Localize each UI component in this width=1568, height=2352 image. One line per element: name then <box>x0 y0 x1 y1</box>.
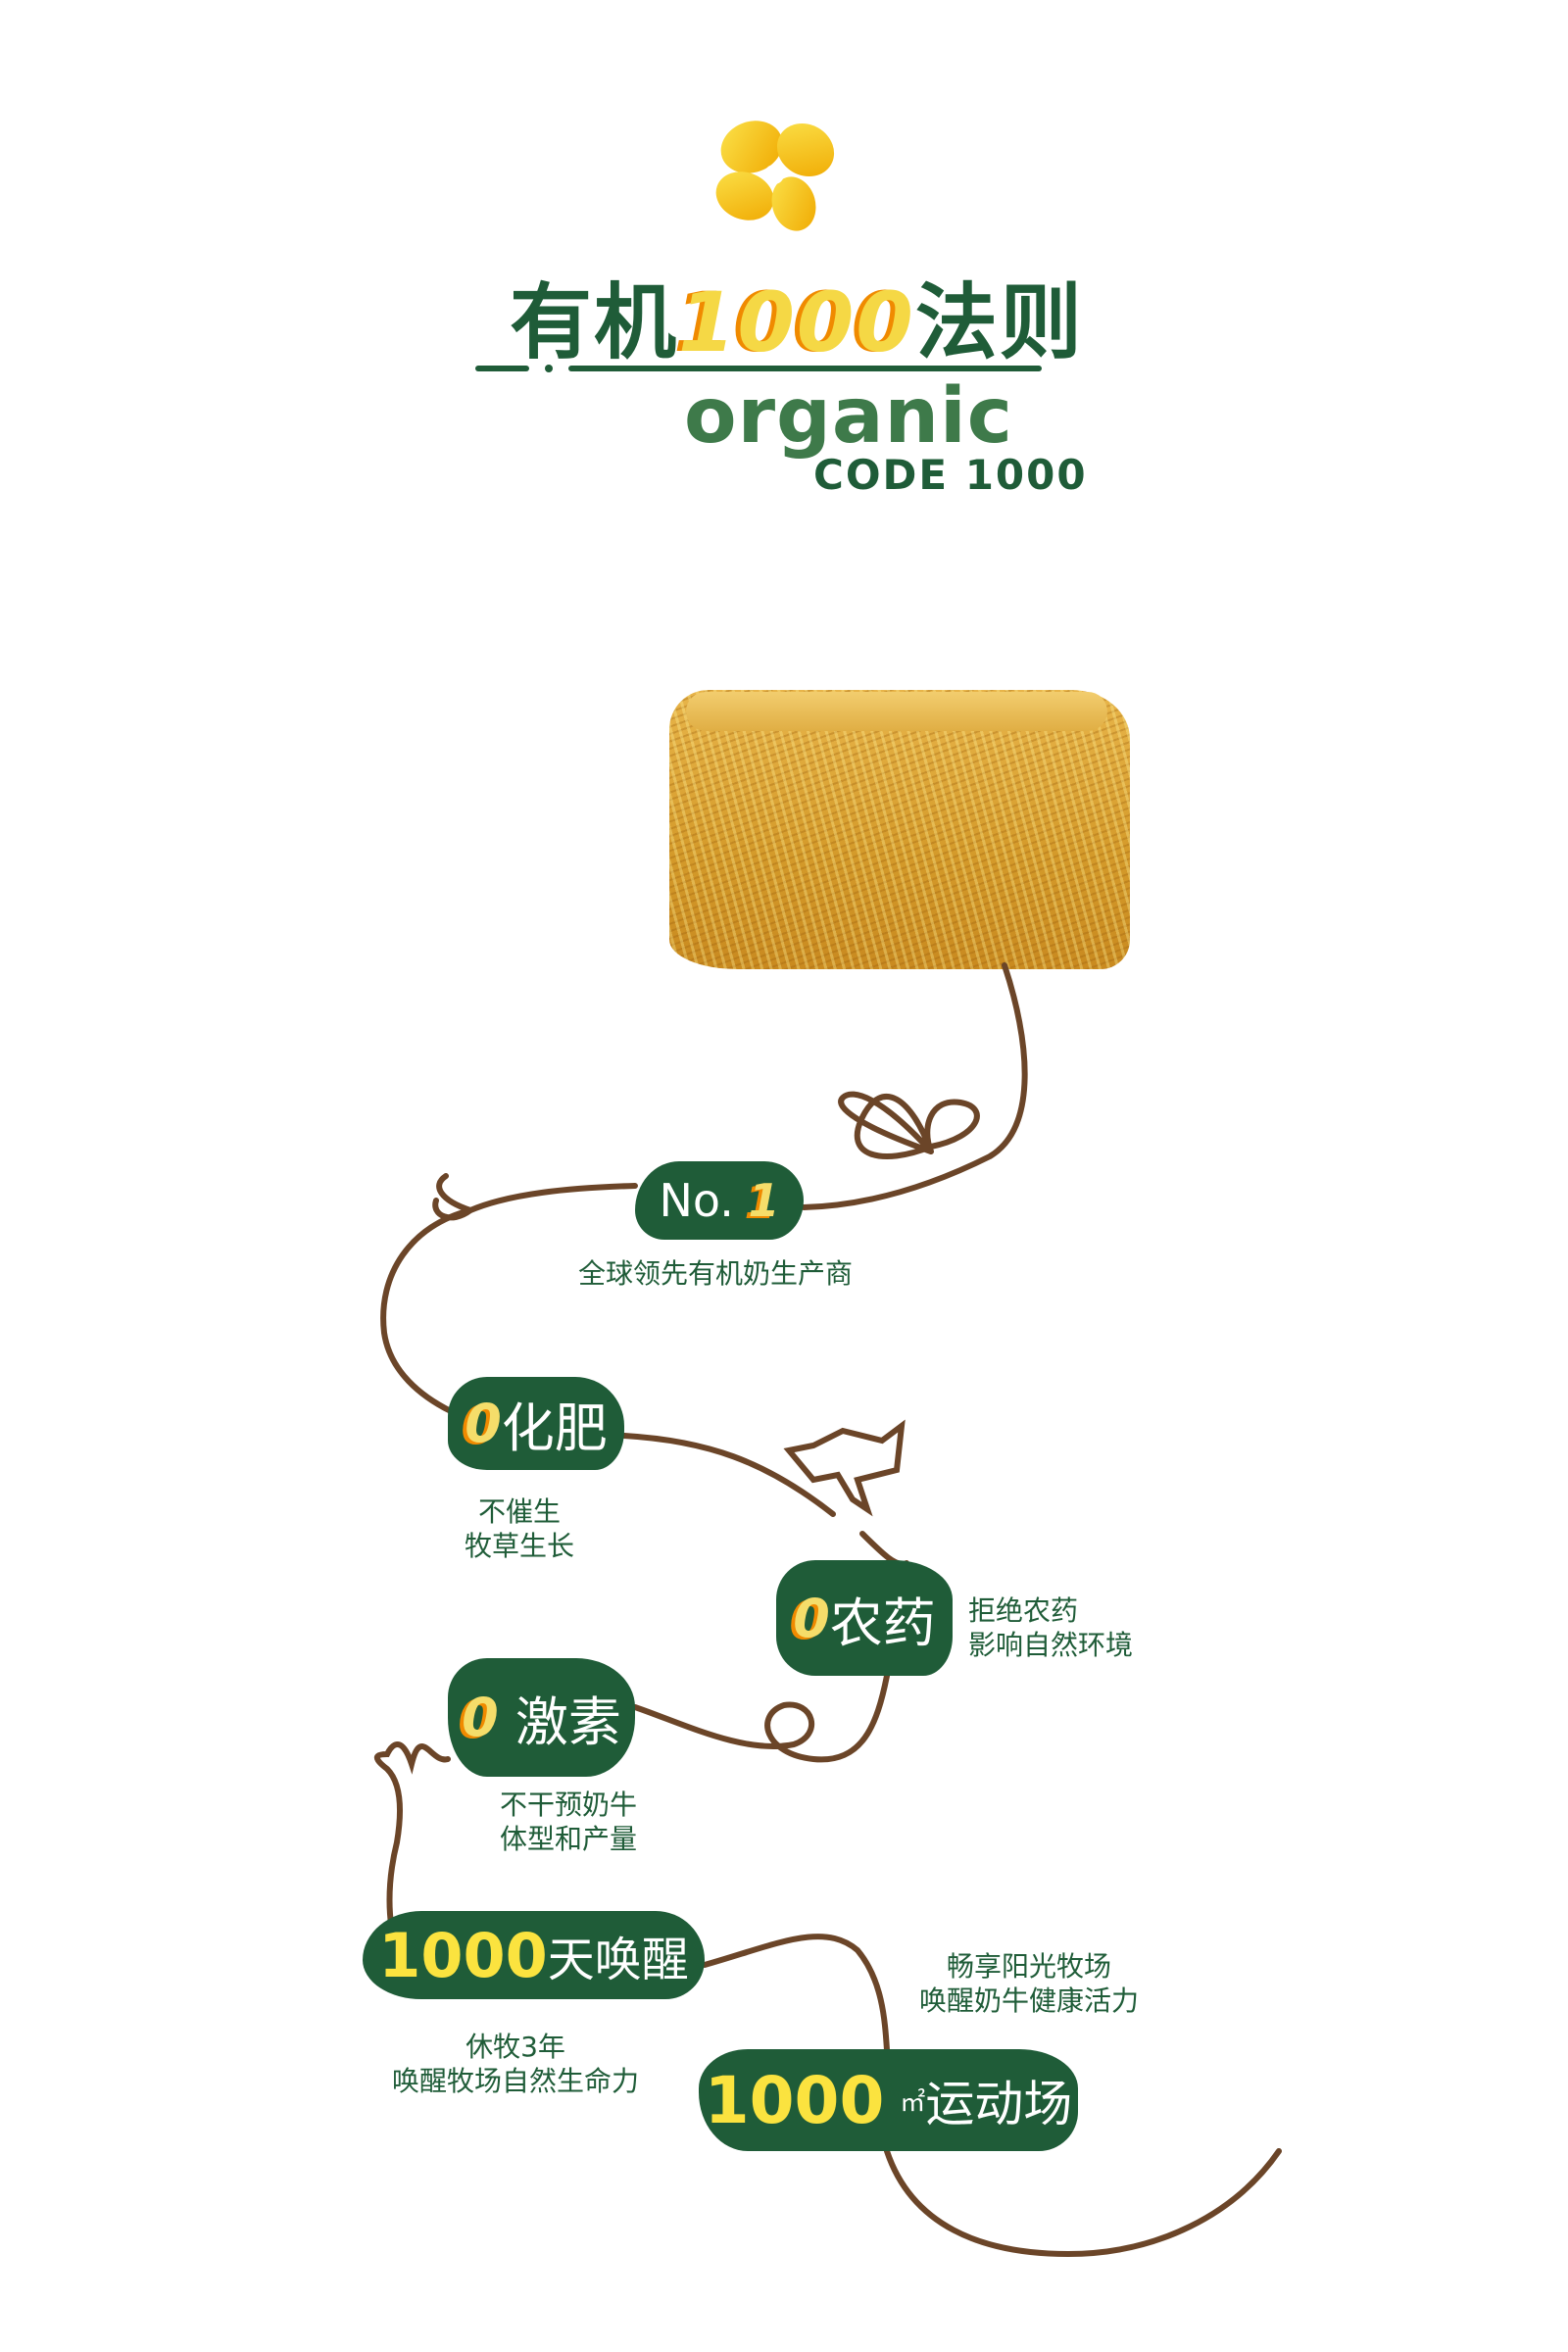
badge-text: 天唤醒 <box>547 1933 689 1987</box>
brand-code: CODE 1000 <box>813 451 1088 499</box>
milestone-no1-description: 全球领先有机奶生产商 <box>568 1256 862 1291</box>
milestone-fertilizer-description: 不催生牧草生长 <box>421 1494 617 1563</box>
flower-logo <box>715 121 835 231</box>
badge-text: 运动场 <box>925 2076 1073 2132</box>
milestone-hormone-badge: 0 激素 <box>448 1658 635 1777</box>
milestone-1000-days-description: 休牧3年唤醒牧场自然生命力 <box>368 2030 662 2098</box>
badge-number: 0 <box>465 1393 502 1454</box>
description-line: 牧草生长 <box>464 1530 574 1562</box>
badge-text: 化肥 <box>501 1397 608 1459</box>
brand-word: organic <box>684 372 1014 461</box>
title-suffix: 法则 <box>914 274 1084 370</box>
description-line: 影响自然环境 <box>968 1629 1134 1661</box>
title-number: 1000 <box>678 274 915 370</box>
badge-number: 0 <box>793 1587 830 1649</box>
description-line: 畅享阳光牧场 <box>946 1950 1111 1983</box>
badge-text: 激素 <box>514 1691 621 1753</box>
badge-number: 0 <box>462 1687 499 1748</box>
badge-text: 农药 <box>829 1592 936 1654</box>
badge-unit: ㎡ <box>900 2087 926 2118</box>
description-line: 全球领先有机奶生产商 <box>577 1257 853 1290</box>
description-line: 唤醒牧场自然生命力 <box>391 2065 639 2097</box>
badge-number: 1000 <box>378 1919 548 1991</box>
page-title: 有机1000法则 <box>510 257 1082 375</box>
description-line: 唤醒奶牛健康活力 <box>918 1984 1139 2017</box>
milestone-1000-sqm-description: 畅享阳光牧场唤醒奶牛健康活力 <box>892 1949 1166 2018</box>
description-line: 不干预奶牛 <box>499 1788 637 1821</box>
description-line: 休牧3年 <box>466 2031 565 2063</box>
title-divider <box>475 365 1042 372</box>
milestone-no1-badge: No. 1 <box>635 1161 804 1240</box>
title-prefix: 有机 <box>510 274 679 370</box>
hay-bale-image <box>669 690 1130 969</box>
hay-bale-top <box>686 692 1107 731</box>
badge-prefix: No. <box>659 1174 734 1227</box>
description-line: 拒绝农药 <box>968 1594 1079 1627</box>
milestone-pesticide-description: 拒绝农药影响自然环境 <box>968 1593 1133 1662</box>
description-line: 体型和产量 <box>499 1823 637 1855</box>
description-line: 不催生 <box>477 1495 561 1528</box>
badge-number: 1 <box>748 1174 780 1227</box>
badge-number: 1000 <box>704 2062 885 2138</box>
milestone-hormone-description: 不干预奶牛体型和产量 <box>470 1788 666 1856</box>
